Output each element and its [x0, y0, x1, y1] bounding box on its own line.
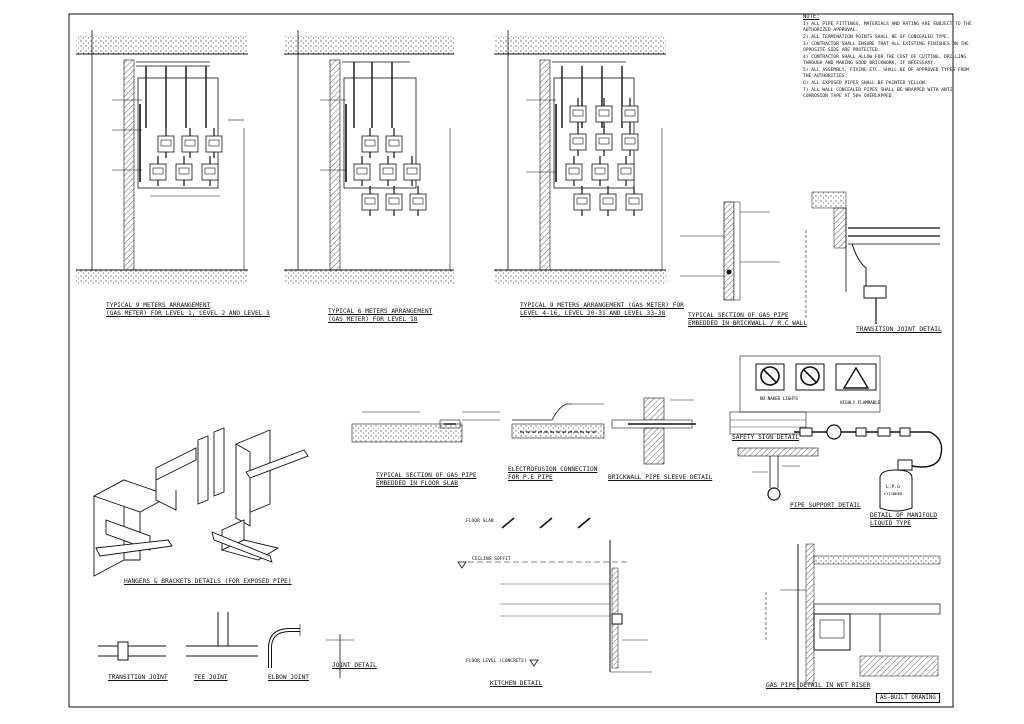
caption-meters-3b: LEVEL 4-16, LEVEL 20-31 AND LEVEL 33-38 [520, 310, 666, 317]
hangers-brackets-detail [92, 427, 309, 577]
floor-slab-section [351, 411, 500, 443]
ceiling-label: CEILING SOFFIT [472, 557, 511, 562]
caption-wall-section-b: EMBEDDED IN BRICKWALL / R.C WALL [688, 320, 808, 327]
note-item: 2) ALL TERMINATION POINTS SHALL BE OF CO… [803, 35, 950, 40]
meter-panel-3 [494, 30, 666, 284]
caption-meters-2a: TYPICAL 6 METERS ARRANGEMENT [328, 308, 433, 315]
caption-joint-detail: JOINT DETAIL [332, 662, 377, 669]
transition-joint-detail [805, 191, 940, 324]
note-item: 4) CONTRACTOR SHALL ALLOW FOR THE COST O… [803, 55, 967, 66]
caption-manifold-b: LIQUID TYPE [870, 520, 911, 527]
wet-riser-detail [765, 543, 941, 690]
electrofusion-detail [511, 403, 605, 439]
notes-title: NOTE: [803, 14, 820, 20]
note-item: 5) ALL ASSEMBLY, FIXING ETC. SHALL BE OF… [803, 68, 969, 79]
floor-slab-label: FLOOR SLAB [466, 519, 494, 524]
cylinder-label: CYLINDER [884, 491, 903, 496]
caption-wall-section-a: TYPICAL SECTION OF GAS PIPE [688, 312, 789, 319]
caption-meters-1a: TYPICAL 9 METERS ARRANGEMENT [106, 302, 211, 309]
caption-manifold-a: DETAIL OF MANIFOLD [870, 512, 938, 519]
caption-meters-3a: TYPICAL 9 METERS ARRANGEMENT (GAS METER)… [520, 302, 684, 309]
caption-pipe-support: PIPE SUPPORT DETAIL [790, 502, 861, 509]
pipe-support-detail [737, 447, 819, 501]
note-item: 3) CONTRACTOR SHALL ENSURE THAT ALL EXIS… [803, 42, 969, 53]
wall-section-detail [680, 201, 780, 301]
manifold-detail: L.P.G CYLINDER [794, 424, 943, 512]
caption-wet-riser: GAS PIPE DETAIL IN WET RISER [766, 682, 871, 689]
notes-block: NOTE: 1) ALL PIPE FITTINGS, MATERIALS AN… [803, 14, 973, 101]
no-naked-lights-label: NO NAKED LIGHTS [760, 396, 798, 401]
note-item: 1) ALL PIPE FITTINGS, MATERIALS AND RATI… [803, 22, 972, 33]
joint-details [98, 612, 354, 678]
sleeve-detail [611, 397, 696, 465]
caption-electrofusion-a: ELECTROFUSION CONNECTION [508, 466, 598, 473]
caption-sleeve: BRICKWALL PIPE SLEEVE DETAIL [608, 474, 713, 481]
caption-tee-joint: TEE JOINT [194, 674, 228, 681]
lpg-label: L.P.G [886, 484, 900, 490]
caption-kitchen: KITCHEN DETAIL [490, 680, 543, 687]
caption-transition-detail: TRANSITION JOINT DETAIL [856, 326, 942, 333]
caption-meters-2b: (GAS METER) FOR LEVEL 18 [328, 316, 418, 323]
highly-flammable-label: HIGHLY FLAMMABLE [840, 400, 881, 405]
floor-level-label: FLOOR LEVEL (CONCRETE) [466, 659, 527, 664]
caption-elbow-joint: ELBOW JOINT [268, 674, 309, 681]
meter-panel-2 [284, 30, 454, 284]
caption-electrofusion-b: FOR P.E PIPE [508, 474, 553, 481]
note-item: 7) ALL WALL CONCEALED PIPES SHALL BE WRA… [803, 88, 953, 99]
safety-sign-detail: NO NAKED LIGHTS HIGHLY FLAMMABLE [729, 355, 881, 435]
caption-safety-sign: SAFETY SIGN DETAIL [732, 434, 800, 441]
as-built-stamp: AS-BUILT DRAWING [876, 693, 940, 703]
caption-floor-slab-a: TYPICAL SECTION OF GAS PIPE [376, 472, 477, 479]
caption-transition-joint: TRANSITION JOINT [108, 674, 168, 681]
note-item: 6) ALL EXPOSED PIPES SHALL BE PAINTED YE… [803, 81, 928, 86]
caption-hangers: HANGERS & BRACKETS DETAILS (FOR EXPOSED … [124, 578, 292, 585]
caption-meters-1b: (GAS METER) FOR LEVEL 1, LEVEL 2 AND LEV… [106, 310, 270, 317]
meter-panel-1 [76, 30, 248, 284]
caption-floor-slab-b: EMBEDDED IN FLOOR SLAB [376, 480, 458, 487]
kitchen-detail [457, 517, 652, 673]
